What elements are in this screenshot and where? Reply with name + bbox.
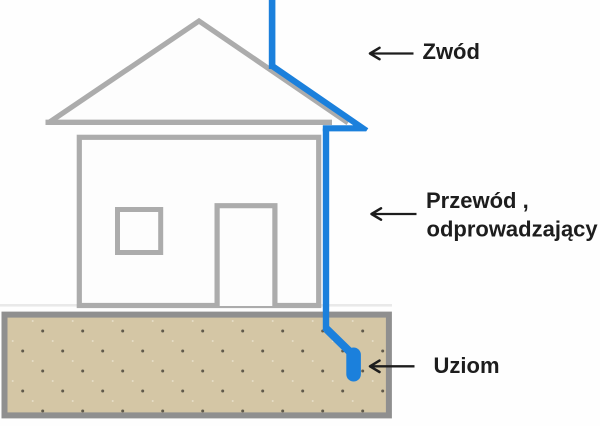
svg-text:Uziom: Uziom bbox=[434, 353, 500, 378]
svg-text:odprowadzający: odprowadzający bbox=[427, 217, 599, 242]
svg-text:Przewód ,: Przewód , bbox=[426, 188, 529, 213]
svg-text:Zwód: Zwód bbox=[423, 39, 480, 64]
